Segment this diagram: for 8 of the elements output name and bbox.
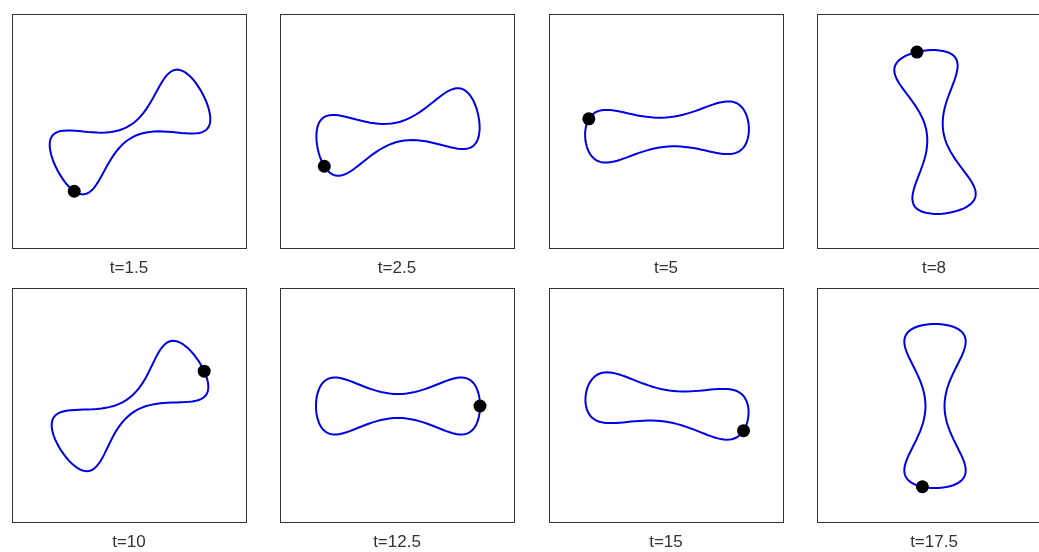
time-label: t=1.5 xyxy=(109,258,149,278)
time-label: t=10 xyxy=(112,532,146,552)
time-label: t=17.5 xyxy=(910,532,958,552)
time-label: t=15 xyxy=(649,532,683,552)
time-label: t=12.5 xyxy=(373,532,421,552)
time-label: t=8 xyxy=(921,258,947,278)
time-label: t=2.5 xyxy=(377,258,417,278)
time-label: t=5 xyxy=(653,258,679,278)
